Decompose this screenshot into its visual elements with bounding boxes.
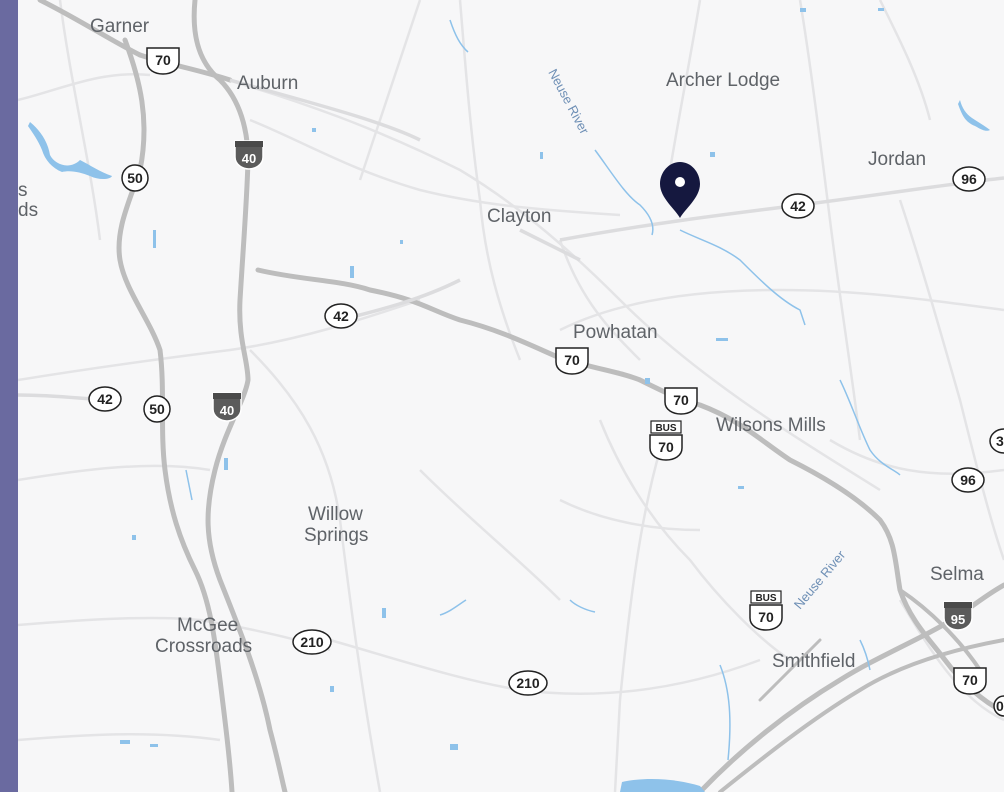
us-route-shield: 50 xyxy=(143,395,171,423)
svg-text:96: 96 xyxy=(961,171,977,187)
place-clayton: Clayton xyxy=(487,206,551,227)
land-background xyxy=(18,0,1004,792)
state-route-shield: 210 xyxy=(508,670,548,696)
place-wilsons-mills: Wilsons Mills xyxy=(716,415,826,436)
svg-text:0: 0 xyxy=(996,698,1004,714)
minor-roads xyxy=(18,0,1004,792)
state-route-shield: 42 xyxy=(324,303,358,329)
interstate-shield: 40 xyxy=(234,140,264,170)
svg-text:42: 42 xyxy=(333,308,349,324)
place-partial-ds: ds xyxy=(18,200,38,221)
place-auburn: Auburn xyxy=(237,73,298,94)
us-route-shield: 0 xyxy=(993,695,1004,717)
route-shields: 70 50 40 42 96 42 70 xyxy=(88,47,1004,717)
svg-text:70: 70 xyxy=(658,439,674,455)
svg-text:40: 40 xyxy=(242,151,256,166)
streams xyxy=(185,19,901,761)
place-jordan: Jordan xyxy=(868,149,926,170)
svg-text:50: 50 xyxy=(149,401,165,417)
water-features xyxy=(28,8,990,792)
sidebar-strip xyxy=(0,0,18,792)
state-route-shield: 42 xyxy=(88,386,122,412)
us-route-shield: 70 xyxy=(146,47,180,75)
svg-text:40: 40 xyxy=(220,403,234,418)
map-pin-icon[interactable] xyxy=(660,162,700,218)
business-route-shield: BUS 70 xyxy=(649,420,683,461)
place-selma: Selma xyxy=(930,564,984,585)
svg-text:210: 210 xyxy=(516,675,540,691)
svg-text:BUS: BUS xyxy=(655,423,676,434)
place-mcgee: McGee xyxy=(177,615,238,636)
state-route-shield: 96 xyxy=(952,166,986,192)
place-archer-lodge: Archer Lodge xyxy=(666,70,780,91)
place-powhatan: Powhatan xyxy=(573,322,658,343)
us-route-shield: 70 xyxy=(953,667,987,695)
svg-text:70: 70 xyxy=(155,52,171,68)
place-willow: Willow xyxy=(308,504,363,525)
svg-text:BUS: BUS xyxy=(755,593,776,604)
svg-text:210: 210 xyxy=(300,634,324,650)
state-route-shield: 210 xyxy=(292,629,332,655)
svg-text:42: 42 xyxy=(97,391,113,407)
interstate-shield: 40 xyxy=(212,392,242,422)
interstate-shield: 95 xyxy=(943,601,973,631)
svg-text:3: 3 xyxy=(996,433,1004,449)
place-crossroads: Crossroads xyxy=(155,636,252,657)
us-route-shield: 50 xyxy=(121,164,149,192)
place-labels: Garner Auburn Archer Lodge Jordan Clayto… xyxy=(18,16,984,672)
svg-text:70: 70 xyxy=(758,609,774,625)
map-canvas[interactable]: Garner Auburn Archer Lodge Jordan Clayto… xyxy=(18,0,1004,792)
svg-text:70: 70 xyxy=(564,352,580,368)
us-route-shield: 70 xyxy=(555,347,589,375)
place-springs: Springs xyxy=(304,525,368,546)
place-smithfield: Smithfield xyxy=(772,651,855,672)
us-route-shield: 70 xyxy=(664,387,698,415)
svg-text:50: 50 xyxy=(127,170,143,186)
svg-text:70: 70 xyxy=(962,672,978,688)
place-partial-s: s xyxy=(18,180,28,201)
state-route-shield: 42 xyxy=(781,193,815,219)
place-garner: Garner xyxy=(90,16,150,37)
state-route-shield: 96 xyxy=(951,467,985,493)
svg-text:42: 42 xyxy=(790,198,806,214)
business-route-shield: BUS 70 xyxy=(749,590,783,631)
svg-text:70: 70 xyxy=(673,392,689,408)
svg-text:95: 95 xyxy=(951,612,965,627)
svg-text:96: 96 xyxy=(960,472,976,488)
state-route-shield: 3 xyxy=(989,428,1004,454)
